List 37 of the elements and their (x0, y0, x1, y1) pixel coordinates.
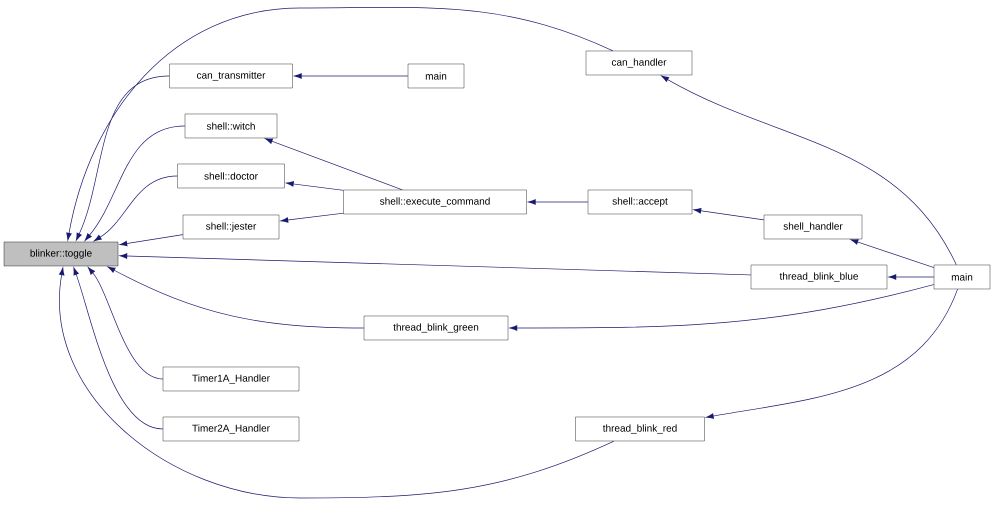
arrow (693, 208, 764, 220)
arrow (888, 274, 934, 280)
function-box: Timer1A_Handler (162, 366, 300, 392)
arrow (294, 73, 408, 79)
arrow (73, 267, 164, 430)
arrow (850, 239, 934, 268)
function-box: thread_blink_red (575, 416, 705, 442)
arrow (286, 181, 344, 191)
arrow (88, 267, 164, 380)
arrow (509, 284, 934, 331)
arrow (280, 212, 344, 223)
function-box: can_transmitter (169, 64, 293, 88)
arrow (119, 234, 184, 246)
arrow (66, 7, 614, 241)
arrow (528, 199, 588, 205)
function-box: shell_handler (764, 214, 862, 240)
function-box: main (934, 264, 990, 290)
function-box: shell::execute_command (343, 190, 527, 214)
arrow (264, 138, 403, 190)
function-box: can_handler (586, 50, 692, 76)
function-box: thread_blink_green (364, 316, 508, 340)
arrow (706, 288, 958, 419)
function-box: shell::jester (182, 214, 280, 240)
function-box: main (408, 64, 464, 88)
function-box: shell::accept (588, 190, 692, 214)
highlighted-function-box: blinker::toggle (4, 242, 118, 266)
arrow (94, 176, 178, 242)
arrow (58, 267, 614, 498)
function-box: shell::witch (184, 114, 278, 138)
arrow (84, 126, 186, 241)
arrow (661, 76, 957, 266)
arrow (108, 266, 364, 328)
function-box: thread_blink_blue (750, 264, 888, 290)
arrow (119, 253, 752, 276)
function-box: shell::doctor (177, 164, 285, 188)
arrow (76, 76, 170, 241)
function-box: Timer2A_Handler (162, 416, 300, 442)
